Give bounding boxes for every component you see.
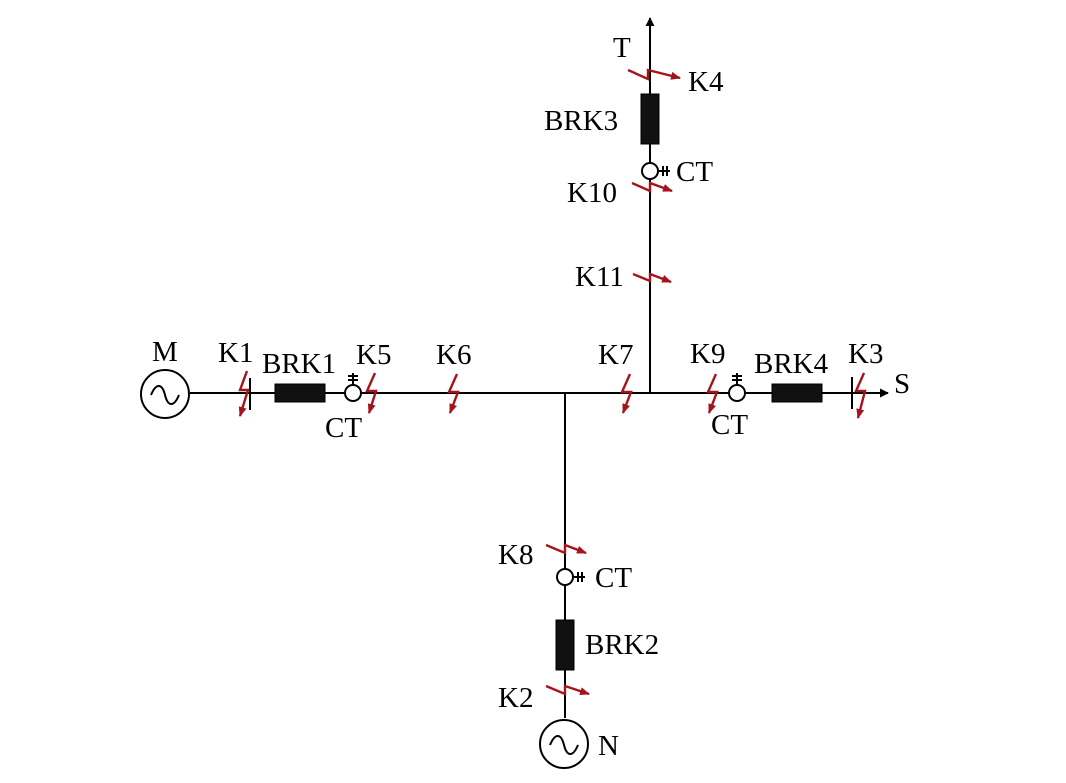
breaker-brk3: BRK3 bbox=[544, 93, 660, 145]
ct-label-t-side: CT bbox=[676, 156, 713, 188]
fault-lightning-arrow-icon bbox=[447, 373, 460, 414]
terminal-label-t: T bbox=[613, 32, 631, 64]
source-label-m: M bbox=[152, 336, 178, 368]
fault-lightning-arrow-icon bbox=[545, 684, 590, 696]
breaker-label-brk3: BRK3 bbox=[544, 105, 618, 137]
fault-lightning-arrow-icon bbox=[238, 370, 250, 417]
fault-lightning-arrow-icon bbox=[627, 68, 681, 81]
current-transformer-icon bbox=[641, 162, 659, 180]
fault-label-k8: K8 bbox=[498, 539, 533, 571]
ct-n-side: CT bbox=[556, 562, 632, 594]
fault-label-k10: K10 bbox=[567, 177, 617, 209]
fault-labels: K1 K5 K6 K7 K9 K3 K4 K10 K11 K8 K2 bbox=[218, 66, 883, 714]
ct-tap-mark bbox=[348, 373, 358, 385]
fault-lightning-arrow-icon bbox=[365, 372, 378, 414]
breaker-body bbox=[640, 93, 660, 145]
fault-label-k1: K1 bbox=[218, 337, 253, 369]
fault-lightning-arrow-icon bbox=[854, 372, 867, 419]
ct-m-side: CT bbox=[325, 373, 362, 444]
ct-tap-mark bbox=[658, 166, 670, 176]
breaker-body bbox=[555, 619, 575, 671]
breaker-body bbox=[771, 383, 823, 403]
ct-label-n-side: CT bbox=[595, 562, 632, 594]
sine-wave-glyph bbox=[549, 735, 579, 755]
ct-t-side: CT bbox=[641, 156, 713, 188]
fault-label-k4: K4 bbox=[688, 66, 724, 98]
sine-wave-glyph bbox=[150, 385, 180, 405]
fault-label-k9: K9 bbox=[690, 338, 725, 370]
fault-lightning-arrow-icon bbox=[706, 373, 719, 414]
source-n: N bbox=[539, 719, 619, 769]
fault-label-k3: K3 bbox=[848, 338, 883, 370]
terminal-label-s: S bbox=[894, 368, 910, 400]
fault-lightning-arrow-icon bbox=[631, 181, 673, 193]
source-label-n: N bbox=[598, 730, 619, 762]
fault-label-k2: K2 bbox=[498, 682, 533, 714]
fault-label-k6: K6 bbox=[436, 339, 471, 371]
breaker-brk4: BRK4 bbox=[754, 348, 829, 403]
fault-label-k11: K11 bbox=[575, 261, 624, 293]
ct-tap-mark bbox=[732, 373, 742, 385]
current-transformer-icon bbox=[728, 384, 746, 402]
ct-tap-mark bbox=[573, 572, 585, 582]
current-transformer-icon bbox=[556, 568, 574, 586]
breaker-brk1: BRK1 bbox=[262, 348, 336, 403]
fault-markers bbox=[238, 68, 867, 696]
breaker-label-brk2: BRK2 bbox=[585, 629, 659, 661]
breaker-body bbox=[274, 383, 326, 403]
fault-lightning-arrow-icon bbox=[620, 373, 633, 414]
fault-lightning-arrow-icon bbox=[545, 543, 587, 555]
breaker-brk2: BRK2 bbox=[555, 619, 659, 671]
fault-lightning-arrow-icon bbox=[632, 272, 672, 284]
breaker-label-brk4: BRK4 bbox=[754, 348, 829, 380]
ct-label-m-side: CT bbox=[325, 412, 362, 444]
breaker-label-brk1: BRK1 bbox=[262, 348, 336, 380]
fault-label-k5: K5 bbox=[356, 339, 391, 371]
ct-s-side: CT bbox=[711, 373, 748, 441]
current-transformer-icon bbox=[344, 384, 362, 402]
ct-label-s-side: CT bbox=[711, 409, 748, 441]
fault-label-k7: K7 bbox=[598, 339, 633, 371]
source-m: M bbox=[140, 336, 190, 419]
